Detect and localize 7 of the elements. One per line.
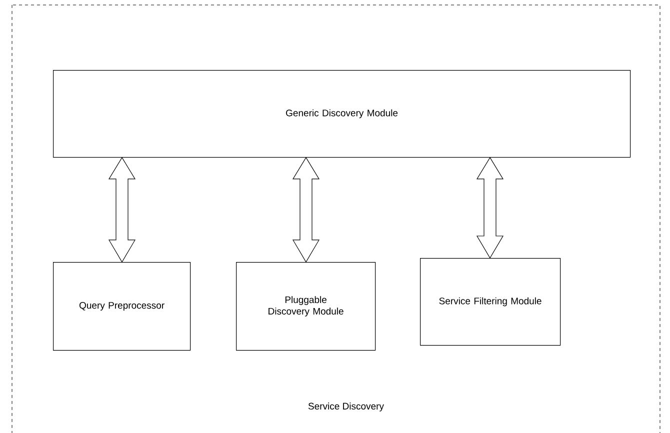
module-box: Generic Discovery Module (53, 70, 631, 158)
double-arrow (292, 157, 320, 263)
double-arrow (108, 157, 136, 263)
module-box: Service Filtering Module (420, 258, 561, 346)
module-box: Pluggable Discovery Module (236, 262, 376, 351)
module-box: Query Preprocessor (53, 262, 191, 351)
double-arrow (476, 157, 504, 259)
